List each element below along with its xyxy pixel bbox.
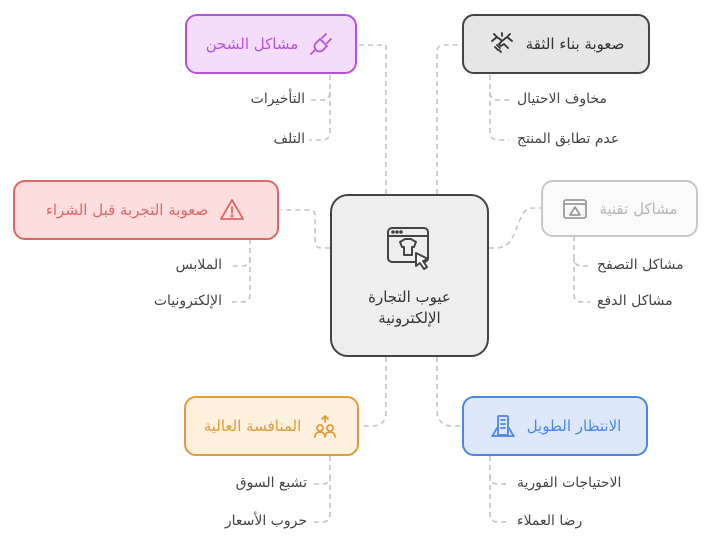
- branch-label: مشاكل تقنية: [599, 199, 678, 218]
- branch-long-waiting: الانتظار الطويل: [462, 396, 648, 456]
- leaf-price-wars: حروب الأسعار: [224, 513, 307, 529]
- leaf-payment-issues: مشاكل الدفع: [597, 293, 673, 309]
- central-title-line1: عيوب التجارة: [368, 287, 451, 306]
- branch-label: صعوبة التجربة قبل الشراء: [45, 201, 209, 219]
- competition-icon: [311, 412, 339, 440]
- branch-trial-before-purchase: صعوبة التجربة قبل الشراء: [13, 180, 279, 240]
- leaf-fraud-concerns: مخاوف الاحتيال: [517, 91, 607, 107]
- leaf-delays: التأخيرات: [250, 91, 305, 107]
- branch-high-competition: المنافسة العالية: [184, 396, 359, 456]
- branch-trust-building: صعوبة بناء الثقة: [462, 14, 650, 74]
- hourglass-building-icon: [489, 412, 517, 440]
- broken-handshake-icon: [488, 30, 516, 58]
- online-shopping-icon: [384, 223, 436, 279]
- branch-label: الانتظار الطويل: [526, 417, 622, 435]
- central-topic: عيوب التجارة الإلكترونية: [330, 194, 489, 357]
- central-title-line2: الإلكترونية: [378, 308, 441, 327]
- browser-warning-icon: [561, 195, 589, 223]
- leaf-market-saturation: تشبع السوق: [235, 475, 307, 491]
- branch-label: صعوبة بناء الثقة: [525, 35, 625, 53]
- leaf-product-mismatch: عدم تطابق المنتج: [517, 131, 620, 147]
- leaf-browsing-issues: مشاكل التصفح: [597, 257, 684, 273]
- leaf-damage: التلف: [273, 131, 305, 147]
- plug-icon: [308, 30, 336, 58]
- leaf-clothes: الملابس: [175, 257, 222, 273]
- leaf-customer-satisfaction: رضا العملاء: [517, 513, 583, 529]
- branch-label: المنافسة العالية: [203, 417, 302, 435]
- branch-technical-problems: مشاكل تقنية: [541, 180, 698, 237]
- branch-shipping-problems: مشاكل الشحن: [185, 14, 357, 74]
- warning-icon: [218, 196, 246, 224]
- leaf-immediate-needs: الاحتياجات الفورية: [517, 475, 622, 491]
- leaf-electronics: الإلكترونيات: [153, 293, 222, 309]
- branch-label: مشاكل الشحن: [205, 35, 299, 53]
